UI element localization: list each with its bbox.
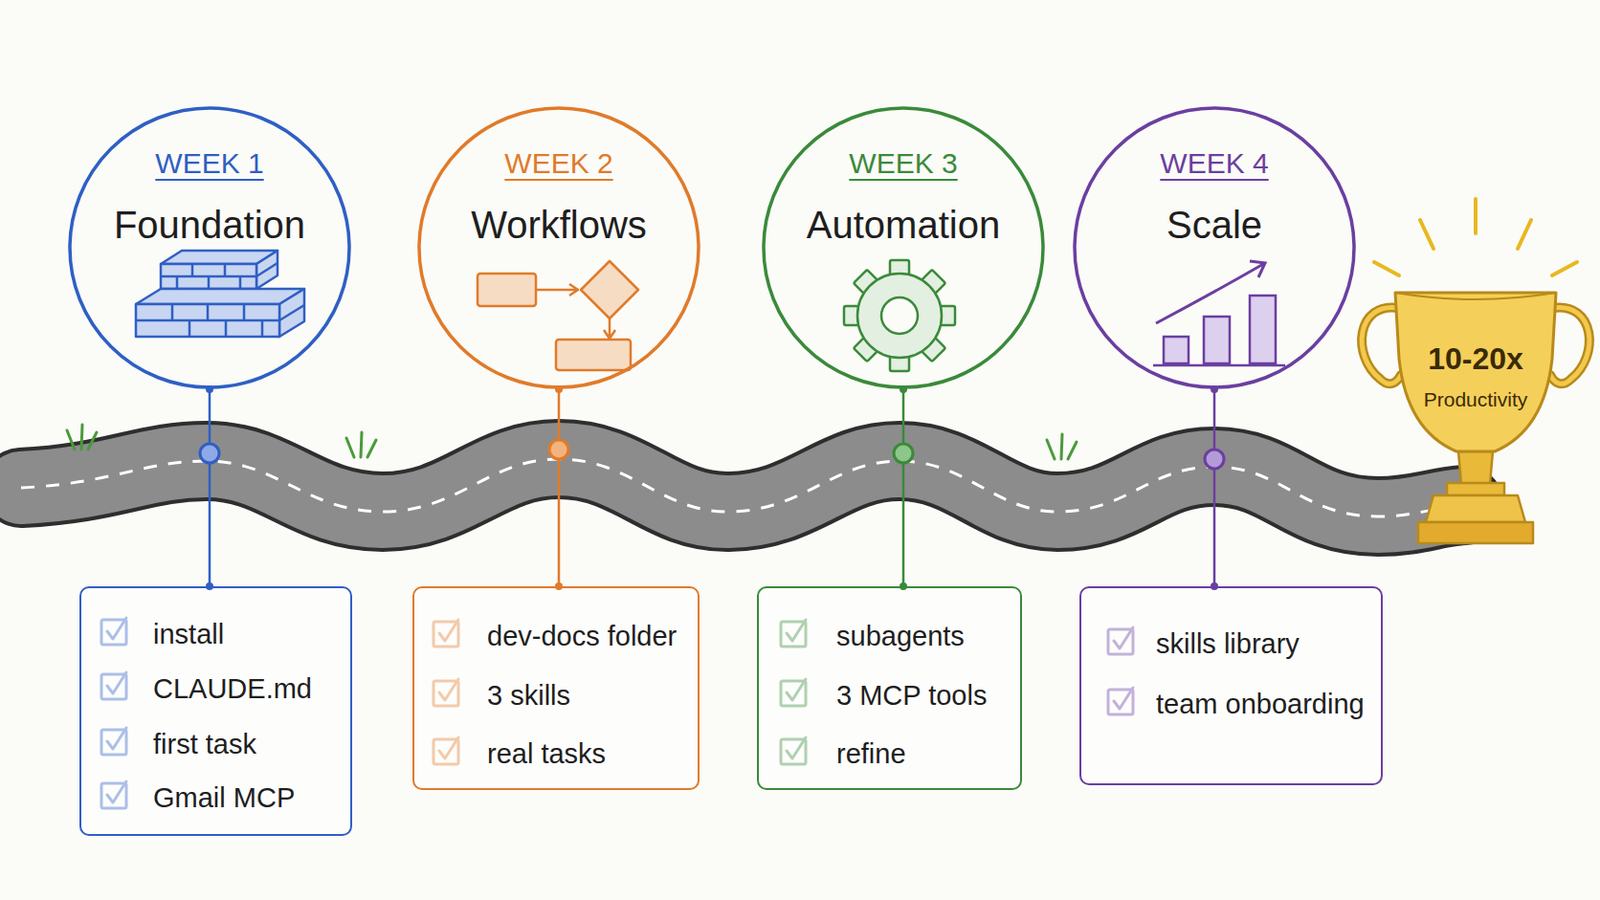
checklist-item: 3 skills (487, 679, 571, 713)
checklist-box: dev-docs folder 3 skills real tasks (412, 586, 700, 791)
shine-ray (1552, 262, 1578, 276)
phase-circle: WEEK 4 Scale (1072, 106, 1356, 390)
checklist-item: Gmail MCP (153, 781, 295, 816)
road-dot (1204, 449, 1224, 469)
checklist-item: real tasks (487, 737, 606, 772)
flow-arrow (603, 318, 616, 339)
joint-dot (555, 385, 563, 394)
shine-ray (1473, 199, 1478, 234)
checklist-box: subagents 3 MCP tools refine (756, 586, 1023, 791)
phase-circle: WEEK 1 Foundation (67, 106, 352, 390)
chart-bar (1203, 316, 1230, 364)
road (21, 459, 1465, 517)
road-dot (893, 444, 913, 464)
phase-circle: WEEK 3 Automation (761, 106, 1045, 390)
joint-dot (555, 582, 563, 591)
road-edge (21, 459, 1465, 517)
checklist-item: dev-docs folder (487, 620, 677, 654)
week-label: WEEK 2 (417, 146, 701, 181)
trophy-base (1425, 495, 1526, 523)
phase-title: Automation (761, 201, 1045, 248)
connector-line (1213, 389, 1217, 587)
gear-icon (844, 260, 956, 372)
week-label: WEEK 3 (761, 146, 1045, 181)
phase-title: Scale (1072, 201, 1356, 248)
joint-dot (899, 582, 908, 591)
flow-diamond (580, 261, 639, 319)
chart-bar (1163, 336, 1189, 364)
phase-title: Workflows (417, 201, 701, 248)
trophy-caption: Productivity (1351, 387, 1600, 412)
brick-lines (135, 263, 305, 337)
trophy-base (1418, 522, 1534, 544)
checklist-item: install (153, 618, 224, 652)
gear-hole (881, 297, 918, 334)
joint-dot (899, 385, 908, 394)
checklist-item: refine (836, 737, 907, 772)
grass-tuft (346, 432, 377, 458)
checklist-item: CLAUDE.md (153, 672, 312, 707)
grass-tuft (66, 424, 97, 450)
trophy: 10-20xProductivity (1351, 191, 1600, 551)
grass-tuft (1046, 434, 1077, 460)
road-dot (549, 440, 569, 460)
checklist-item: first task (153, 728, 257, 762)
checklist-box: skills library team onboarding (1079, 586, 1383, 786)
flow-arrow (535, 284, 578, 296)
shine-ray (1420, 220, 1434, 249)
trophy-stem (1458, 451, 1493, 485)
chart-baseline (1153, 364, 1286, 368)
joint-dot (205, 385, 214, 394)
week-label: WEEK 4 (1072, 146, 1356, 181)
trophy-handle (1361, 307, 1401, 384)
week-label: WEEK 1 (67, 146, 352, 181)
trophy-handle (1361, 307, 1401, 384)
trophy-handle (1550, 307, 1590, 384)
shine-ray (1374, 262, 1400, 276)
checklist-item: subagents (836, 620, 965, 654)
brick-face (135, 288, 305, 305)
road-dot (200, 444, 220, 464)
trophy-collar (1446, 483, 1505, 496)
shine-ray (1517, 220, 1532, 249)
chart-trend-arrow (1155, 261, 1266, 324)
connector-line (902, 389, 906, 587)
joint-dot (205, 582, 214, 591)
connector-line (208, 389, 212, 587)
trophy-handle (1550, 307, 1590, 384)
road-dashes (21, 459, 1465, 517)
checklist-item: skills library (1155, 627, 1300, 662)
joint-dot (1210, 385, 1219, 394)
gear-body (857, 273, 942, 358)
checklist-item: team onboarding (1155, 688, 1365, 722)
flow-rect (477, 273, 536, 307)
trophy-value: 10-20x (1351, 340, 1600, 378)
connector-line (557, 389, 561, 587)
phase-title: Foundation (67, 201, 352, 248)
flow-rect (555, 339, 631, 371)
joint-dot (1210, 582, 1219, 591)
chart-bar (1249, 295, 1276, 364)
bricks-icon (135, 250, 305, 337)
phase-circle: WEEK 2 Workflows (417, 106, 701, 390)
trophy-rim (1395, 292, 1556, 300)
flowchart-icon (477, 261, 639, 371)
chart-icon (1153, 261, 1286, 366)
checklist-box: installCLAUDE.md first taskGmail MCP (79, 586, 353, 837)
checklist-item: 3 MCP tools (836, 679, 987, 713)
